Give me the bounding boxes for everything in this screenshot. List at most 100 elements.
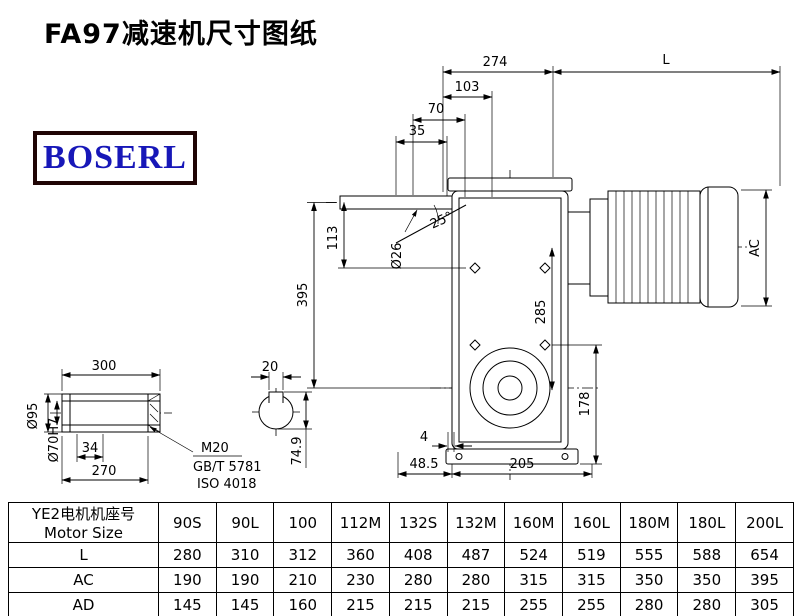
keyway [268,391,284,403]
table-cell: 305 [735,592,794,616]
dim-205: 205 [510,457,535,472]
size-col-header: 112M [331,502,390,543]
table-cell: 315 [562,567,621,593]
bolt-marker [469,339,481,351]
size-col-header: 180L [677,502,737,543]
table-cell: 215 [331,592,390,616]
output-bore-inner [497,375,523,401]
table-cell: 310 [215,542,275,568]
main-view [326,170,752,480]
dim-4: 4 [420,430,428,445]
table-cell: 350 [677,567,737,593]
table-row-AC: AC 190 190 210 230 280 280 315 315 350 3… [8,567,794,593]
table-cell: 280 [677,592,737,616]
bolt-marker [539,262,551,274]
technical-drawing: 274 L 103 70 35 25° Ø26 [26,53,781,492]
gearbox-foot [445,448,579,465]
table-cell: 408 [388,542,448,568]
logo-text: BOSERL [43,139,187,176]
table-cell: 215 [388,592,448,616]
table-cell: 350 [619,567,679,593]
dim-274: 274 [483,55,508,70]
shaft-detail-view [50,393,172,433]
row-label: AC [8,567,159,593]
table-cell: 280 [388,567,448,593]
table-cell: 255 [504,592,564,616]
motor-adapter [567,211,591,285]
size-col-header: 160M [504,502,564,543]
dim-L: L [662,53,670,68]
table-cell: 315 [504,567,564,593]
input-shaft [339,195,467,210]
shaft-dimensions: 300 Ø95 Ø70H7 34 270 M20 GB/T 5781 ISO 4… [26,359,262,492]
size-col-header: 90S [158,502,217,543]
dim-34: 34 [82,441,99,456]
table-cell: 395 [735,567,794,593]
dim-74-9: 74.9 [290,437,305,466]
dim-178: 178 [578,392,593,417]
table-cell: 280 [158,542,217,568]
dim-285: 285 [534,300,549,325]
gearbox-top-flange [447,177,573,192]
motor-body [607,190,701,304]
size-col-header: 180M [619,502,679,543]
dim-dia95: Ø95 [26,403,41,430]
table-cell: 215 [446,592,506,616]
spec-table-wrap: YE2电机机座号 Motor Size 90S 90L 100 112M 132… [8,502,794,616]
key-section-view: 20 74.9 [251,360,312,468]
table-cell: 280 [446,567,506,593]
dim-AC: AC [748,239,763,257]
motor-size-header-cell: YE2电机机座号 Motor Size [8,502,159,543]
table-cell: 360 [331,542,390,568]
table-cell: 519 [562,542,621,568]
table-cell: 588 [677,542,737,568]
row-label: L [8,542,159,568]
dim-113: 113 [326,226,341,251]
size-col-header: 100 [273,502,333,543]
label-iso4018: ISO 4018 [197,477,257,492]
table-cell: 145 [215,592,275,616]
motor-endbell [589,198,609,297]
dim-20: 20 [262,360,279,375]
sheet-title: FA97减速机尺寸图纸 [44,19,318,50]
hollow-shaft-body [61,393,161,433]
table-cell: 145 [158,592,217,616]
boserl-logo: BOSERL [33,131,197,185]
bolt-marker [469,262,481,274]
table-cell: 190 [215,567,275,593]
size-col-header: 160L [562,502,621,543]
table-cell: 230 [331,567,390,593]
fan-cover [699,186,739,308]
table-cell: 487 [446,542,506,568]
dim-48-5: 48.5 [410,457,439,472]
size-col-header: 90L [215,502,275,543]
size-col-header: 200L [735,502,794,543]
table-cell: 524 [504,542,564,568]
motor-size-header-en: Motor Size [44,524,123,542]
dim-35: 35 [409,124,426,139]
table-cell: 555 [619,542,679,568]
row-label: AD [8,592,159,616]
main-dimensions: 274 L 103 70 35 25° Ø26 [296,53,781,478]
table-cell: 312 [273,542,333,568]
table-row-AD: AD 145 145 160 215 215 215 255 255 280 2… [8,592,794,616]
size-col-header: 132S [388,502,448,543]
dim-300: 300 [92,359,117,374]
table-cell: 160 [273,592,333,616]
dim-70: 70 [428,102,445,117]
size-col-header: 132M [446,502,506,543]
dim-270: 270 [92,464,117,479]
table-cell: 255 [562,592,621,616]
motor-size-table: YE2电机机座号 Motor Size 90S 90L 100 112M 132… [8,502,794,616]
table-cell: 654 [735,542,794,568]
dim-dia26: Ø26 [390,243,405,270]
table-cell: 280 [619,592,679,616]
label-gbt5781: GB/T 5781 [193,460,262,475]
dim-dia70H7: Ø70H7 [47,418,62,463]
table-cell: 190 [158,567,217,593]
motor-size-header-cn: YE2电机机座号 [31,505,136,523]
table-header-row: YE2电机机座号 Motor Size 90S 90L 100 112M 132… [8,502,794,543]
table-cell: 210 [273,567,333,593]
dim-395: 395 [296,283,311,308]
